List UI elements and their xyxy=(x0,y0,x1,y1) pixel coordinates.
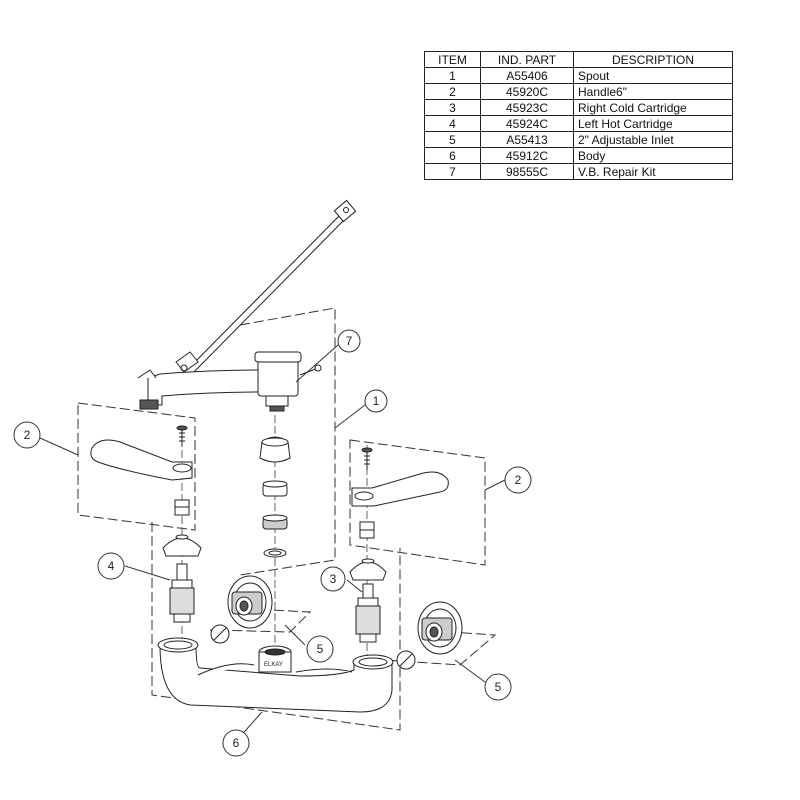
table-row: 7 98555C V.B. Repair Kit xyxy=(424,163,733,180)
support-rod xyxy=(175,199,357,375)
left-adjustable-inlet xyxy=(210,575,273,644)
part-number: 98555C xyxy=(480,163,574,180)
part-description: V.B. Repair Kit xyxy=(573,163,733,180)
part-description: Left Hot Cartridge xyxy=(573,115,733,132)
callout-4-label: 4 xyxy=(108,559,115,573)
callout-1-label: 1 xyxy=(373,394,380,408)
callout-2-right: 2 xyxy=(504,466,532,494)
right-handle-screw xyxy=(361,447,373,470)
callout-3-label: 3 xyxy=(330,572,337,586)
group-outline-inlet-left xyxy=(209,607,312,633)
callout-leaders xyxy=(39,344,506,741)
right-index-button xyxy=(359,521,375,539)
table-row: 5 A55413 2" Adjustable Inlet xyxy=(424,131,733,148)
left-index-button xyxy=(174,499,190,516)
group-outline-right-handle xyxy=(349,439,486,566)
right-adjustable-inlet xyxy=(396,601,463,670)
callout-4: 4 xyxy=(97,552,125,580)
callout-5-right: 5 xyxy=(484,673,512,701)
left-handle-screw xyxy=(176,425,188,446)
left-lever-handle xyxy=(90,439,193,481)
left-bonnet xyxy=(162,534,202,557)
group-outline-body xyxy=(151,522,401,731)
callout-1: 1 xyxy=(364,389,388,413)
faucet-body xyxy=(157,637,394,713)
right-bonnet xyxy=(349,558,387,581)
callout-3: 3 xyxy=(320,566,346,592)
callout-7: 7 xyxy=(337,329,361,353)
table-row: 3 45923C Right Cold Cartridge xyxy=(424,99,733,116)
part-description: 2" Adjustable Inlet xyxy=(573,131,733,148)
table-row: 6 45912C Body xyxy=(424,147,733,164)
callout-2-left: 2 xyxy=(13,421,41,449)
spout-coupling-nut xyxy=(259,436,291,463)
callout-7-label: 7 xyxy=(346,334,353,348)
callout-5-right-label: 5 xyxy=(495,680,502,694)
parts-table: ITEM IND. PART DESCRIPTION 1 A55406 Spou… xyxy=(424,51,733,180)
callout-6: 6 xyxy=(222,729,250,757)
part-description: Handle6" xyxy=(573,83,733,100)
part-number: 45912C xyxy=(480,147,574,164)
group-outline-spout xyxy=(239,307,336,576)
table-row: 2 45920C Handle6" xyxy=(424,83,733,100)
body-logo-text: ELKAY xyxy=(264,662,283,668)
left-hot-cartridge xyxy=(169,563,195,623)
right-lever-handle xyxy=(351,471,449,507)
callout-2-left-label: 2 xyxy=(24,428,31,442)
callout-5-left: 5 xyxy=(306,635,334,663)
callout-5-left-label: 5 xyxy=(317,642,324,656)
spout xyxy=(137,351,322,412)
callout-6-label: 6 xyxy=(233,736,240,750)
spout-o-rings xyxy=(262,480,288,558)
right-cold-cartridge xyxy=(355,583,381,643)
callout-2-right-label: 2 xyxy=(515,473,522,487)
group-outline-left-handle xyxy=(77,402,196,531)
